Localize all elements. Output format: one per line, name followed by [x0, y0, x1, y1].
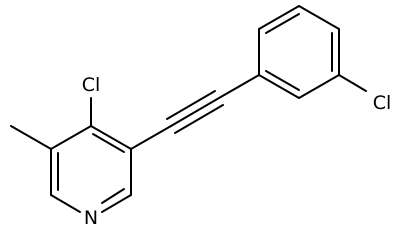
- bond-n-c6: [50, 194, 81, 213]
- bond-ph5-ph6: [298, 74, 340, 99]
- bond-c5-methyl: [10, 125, 52, 150]
- bond-ph2-ph3-double: [265, 13, 300, 34]
- bond-ph6-ph1-double: [265, 70, 300, 91]
- bond-ph3-ph4: [298, 5, 340, 30]
- bond-alkyne-triple-2: [166, 90, 216, 120]
- bond-c2-n: [101, 194, 132, 213]
- atom-labels: Cl Cl N: [82, 74, 392, 229]
- bonds: [10, 5, 367, 213]
- bond-c4-c3-double: [92, 133, 125, 153]
- chlorine-label-phenyl: Cl: [373, 92, 392, 114]
- bond-alkyne-triple-3: [174, 104, 224, 134]
- bond-c2-n-double: [101, 188, 125, 204]
- bond-ph6-ph1: [258, 74, 300, 99]
- chlorine-label-pyridine: Cl: [82, 74, 101, 96]
- bond-alkyne-triple-1: [170, 97, 220, 127]
- bond-c4-c3: [90, 125, 132, 150]
- bond-ph2-ph3: [258, 5, 300, 30]
- nitrogen-label: N: [84, 207, 98, 229]
- bond-c5-c4: [50, 125, 92, 150]
- bond-alkyne-phenyl: [218, 74, 260, 99]
- bond-ph5-cl: [338, 74, 367, 92]
- bond-c3-alkyne: [130, 125, 172, 150]
